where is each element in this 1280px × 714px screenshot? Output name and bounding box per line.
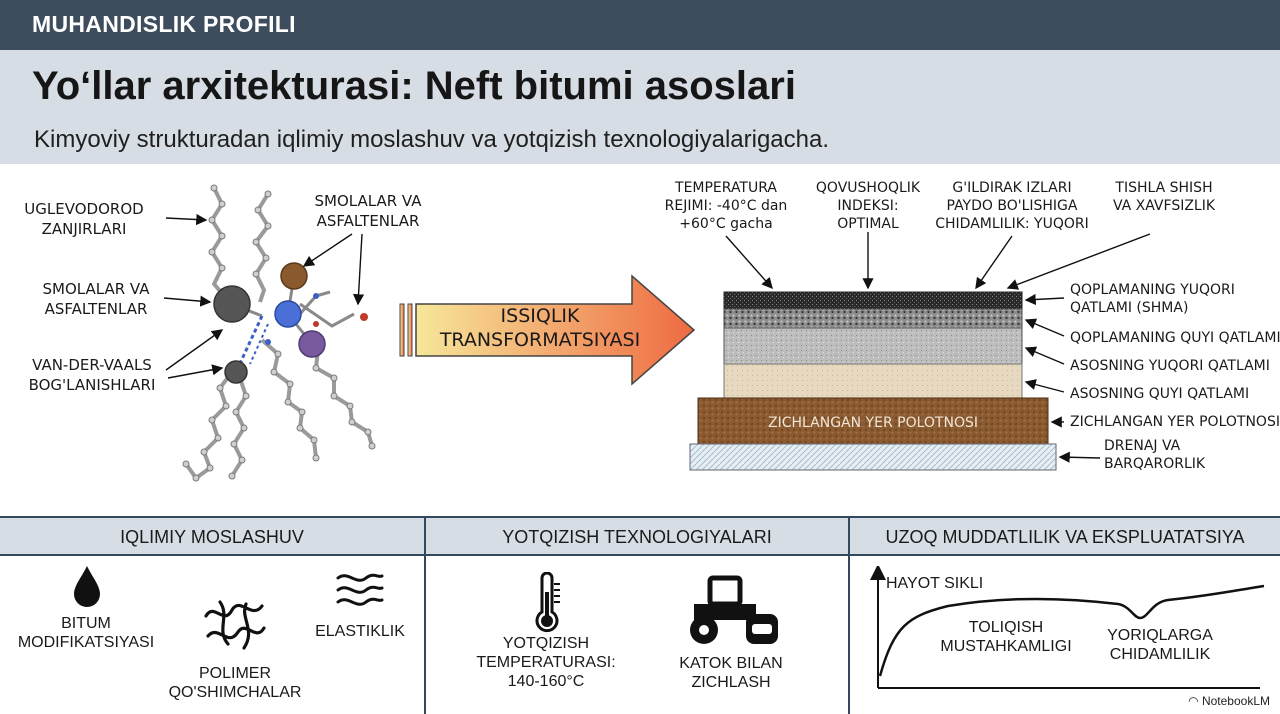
layer-top-pointers <box>725 232 1151 290</box>
layer-top-label-0-line-2: +60°C gacha <box>679 216 772 232</box>
layer-lower-base <box>723 363 1023 399</box>
notebooklm-watermark: ◠ NotebookLM <box>1188 694 1270 708</box>
roller-label: KATOK BILAN ZICHLASH <box>656 654 806 692</box>
label-resins-left-2: ASFALTENLAR <box>45 300 148 318</box>
crack-resistance-label: YORIQLARGA CHIDAMLILIK <box>1090 626 1230 664</box>
page-title: Yo‘llar arxitekturasi: Neft bitumi asosl… <box>32 64 796 108</box>
fatigue-strength-label-2: MUSTAHKAMLIGI <box>940 638 1072 655</box>
bitumen-label-1: BITUM <box>61 615 111 632</box>
layer-top-label-1-line-2: OPTIMAL <box>837 216 899 232</box>
layer-right-pointers <box>1024 293 1101 463</box>
label-vdw-1: VAN-DER-VAALS <box>32 356 152 374</box>
layer-top-label-3-line-1: VA XAVFSIZLIK <box>1113 198 1216 214</box>
asphaltene-node-small <box>224 360 248 384</box>
polymer-label: POLIMER QO'SHIMCHALAR <box>150 664 320 702</box>
vdw-bond-2 <box>249 323 269 365</box>
polymer-icon <box>204 600 266 650</box>
panel-durability-title: UZOQ MUDDATLILIK VA EKSPLUATATSIYA <box>850 518 1280 556</box>
road-roller-icon <box>690 575 778 644</box>
arrow-text-2: TRANSFORMATSIYASI <box>439 329 640 351</box>
hetero-atom-red <box>360 313 368 321</box>
layer-right-label-5-line-0: DRENAJ VA <box>1104 438 1181 454</box>
label-resins-left-1: SMOLALAR VA <box>43 280 151 298</box>
roller-label-1: KATOK BILAN <box>679 655 783 672</box>
label-chains-1: UGLEVODOROD <box>24 200 143 218</box>
layer-right-label-4-line-0: ZICHLANGAN YER POLOTNOSI <box>1070 414 1280 430</box>
laying-temp-label-1: YOTQIZISH <box>502 635 590 652</box>
thermal-transformation-arrow: ISSIQLIK TRANSFORMATSIYASI <box>399 274 696 386</box>
label-resins-top-1: SMOLALAR VA <box>315 192 423 210</box>
layer-top-label-2-line-2: CHIDAMLILIK: YUQORI <box>935 216 1089 232</box>
main-diagram: UGLEVODOROD ZANJIRLARI SMOLALAR VA ASFAL… <box>0 164 1280 516</box>
diagram-canvas: UGLEVODOROD ZANJIRLARI SMOLALAR VA ASFAL… <box>24 180 1280 482</box>
elasticity-waves-icon <box>336 573 384 606</box>
hydrocarbon-chains <box>184 187 374 480</box>
panel-laying-title: YOTQIZISH TEXNOLOGIYALARI <box>426 518 848 556</box>
fatigue-strength-label-1: TOLIQISH <box>968 619 1044 636</box>
life-cycle-axis-label: HAYOT SIKLI <box>886 575 984 592</box>
layer-top-label-0-line-1: REJIMI: -40°C dan <box>665 198 788 214</box>
panel-laying: YOTQIZISH TEXNOLOGIYALARI YOTQIZISH TEMP… <box>426 518 850 714</box>
crack-resistance-label-1: YORIQLARGA <box>1107 627 1213 644</box>
arrow-text-1: ISSIQLIK <box>501 305 580 327</box>
molecule-pointers <box>163 213 365 379</box>
hetero-atom-blue-2 <box>265 339 271 345</box>
roller-label-2: ZICHLASH <box>691 674 771 691</box>
layer-drainage <box>689 443 1057 471</box>
resin-node-blue <box>274 300 302 328</box>
panel-durability: UZOQ MUDDATLILIK VA EKSPLUATATSIYA HAYOT… <box>850 518 1280 714</box>
resin-node-brown <box>280 262 308 290</box>
layer-right-label-5-line-1: BARQARORLIK <box>1104 456 1206 472</box>
hetero-atom-red-2 <box>313 321 319 327</box>
laying-temp-label: YOTQIZISH TEMPERATURASI: 140-160°C <box>446 634 646 691</box>
layer-right-label-0-line-1: QATLAMI (SHMA) <box>1070 300 1188 316</box>
hetero-atom-blue <box>313 293 319 299</box>
notebooklm-text: NotebookLM <box>1201 694 1270 708</box>
fatigue-strength-label: TOLIQISH MUSTAHKAMLIGI <box>918 618 1094 656</box>
bitumen-label-2: MODIFIKATSIYASI <box>17 634 155 651</box>
crack-resistance-label-2: CHIDAMLILIK <box>1109 646 1211 663</box>
layer-top-labels: TEMPERATURA REJIMI: -40°C dan +60°C gacha Q… <box>665 180 1216 232</box>
label-vdw-2: BOG'LANISHLARI <box>29 376 156 394</box>
asphaltene-node-gray <box>213 285 251 323</box>
life-cycle-curve <box>878 584 1265 677</box>
subgrade-inner-label: ZICHLANGAN YER POLOTNOSI <box>768 415 978 431</box>
laying-temp-label-2: TEMPERATURASI: <box>476 654 616 671</box>
panel-climate-title: IQLIMIY MOSLASHUV <box>0 518 424 556</box>
layer-upper-base <box>723 327 1023 365</box>
layer-top-label-3-line-0: TISHLA SHISH <box>1114 180 1212 196</box>
layer-right-label-1-line-0: QOPLAMANING QUYI QATLAMI <box>1070 330 1280 346</box>
drop-icon <box>74 566 100 607</box>
layer-right-label-2-line-0: ASOSNING YUQORI QATLAMI <box>1070 358 1270 374</box>
bottom-panels: IQLIMIY MOSLASHUV BITUM MODIFIKATSIYASI … <box>0 516 1280 714</box>
header-band: Yo‘llar arxitekturasi: Neft bitumi asosl… <box>0 50 1280 164</box>
panel-climate: IQLIMIY MOSLASHUV BITUM MODIFIKATSIYASI … <box>0 518 426 714</box>
layer-top-label-2-line-1: PAYDO BO'LISHIGA <box>947 198 1078 214</box>
layer-shma <box>723 291 1023 310</box>
layer-top-label-1-line-1: INDEKSI: <box>837 198 898 214</box>
laying-temp-label-3: 140-160°C <box>507 673 585 690</box>
label-resins-top-2: ASFALTENLAR <box>317 212 420 230</box>
resin-node-purple <box>298 330 326 358</box>
layer-right-label-0-line-0: QOPLAMANING YUQORI <box>1070 282 1235 298</box>
polymer-label-2: QO'SHIMCHALAR <box>168 684 302 701</box>
top-bar: MUHANDISLIK PROFILI <box>0 0 1280 50</box>
elasticity-label: ELASTIKLIK <box>315 623 405 640</box>
notebooklm-logo-icon: ◠ <box>1188 694 1202 708</box>
thermometer-icon <box>535 572 560 633</box>
bitumen-label: BITUM MODIFIKATSIYASI <box>0 614 172 652</box>
layer-right-labels: QOPLAMANING YUQORI QATLAMI (SHMA) QOPLAMAN… <box>1070 282 1280 472</box>
section-label: MUHANDISLIK PROFILI <box>32 11 296 37</box>
pavement-cross-section: ZICHLANGAN YER POLOTNOSI <box>689 291 1057 471</box>
page-subtitle: Kimyoviy strukturadan iqlimiy moslashuv … <box>34 126 830 153</box>
layer-subgrade <box>697 397 1049 445</box>
layer-top-label-2-line-0: G'ILDIRAK IZLARI <box>952 180 1071 196</box>
layer-right-label-3-line-0: ASOSNING QUYI QATLAMI <box>1070 386 1249 402</box>
layer-lower-surface <box>723 308 1023 329</box>
label-chains-2: ZANJIRLARI <box>42 220 127 238</box>
polymer-label-1: POLIMER <box>198 665 271 682</box>
life-cycle-graph <box>870 566 1265 689</box>
layer-top-label-0-line-0: TEMPERATURA <box>674 180 777 196</box>
layer-top-label-1-line-0: QOVUSHOQLIK <box>816 180 921 196</box>
